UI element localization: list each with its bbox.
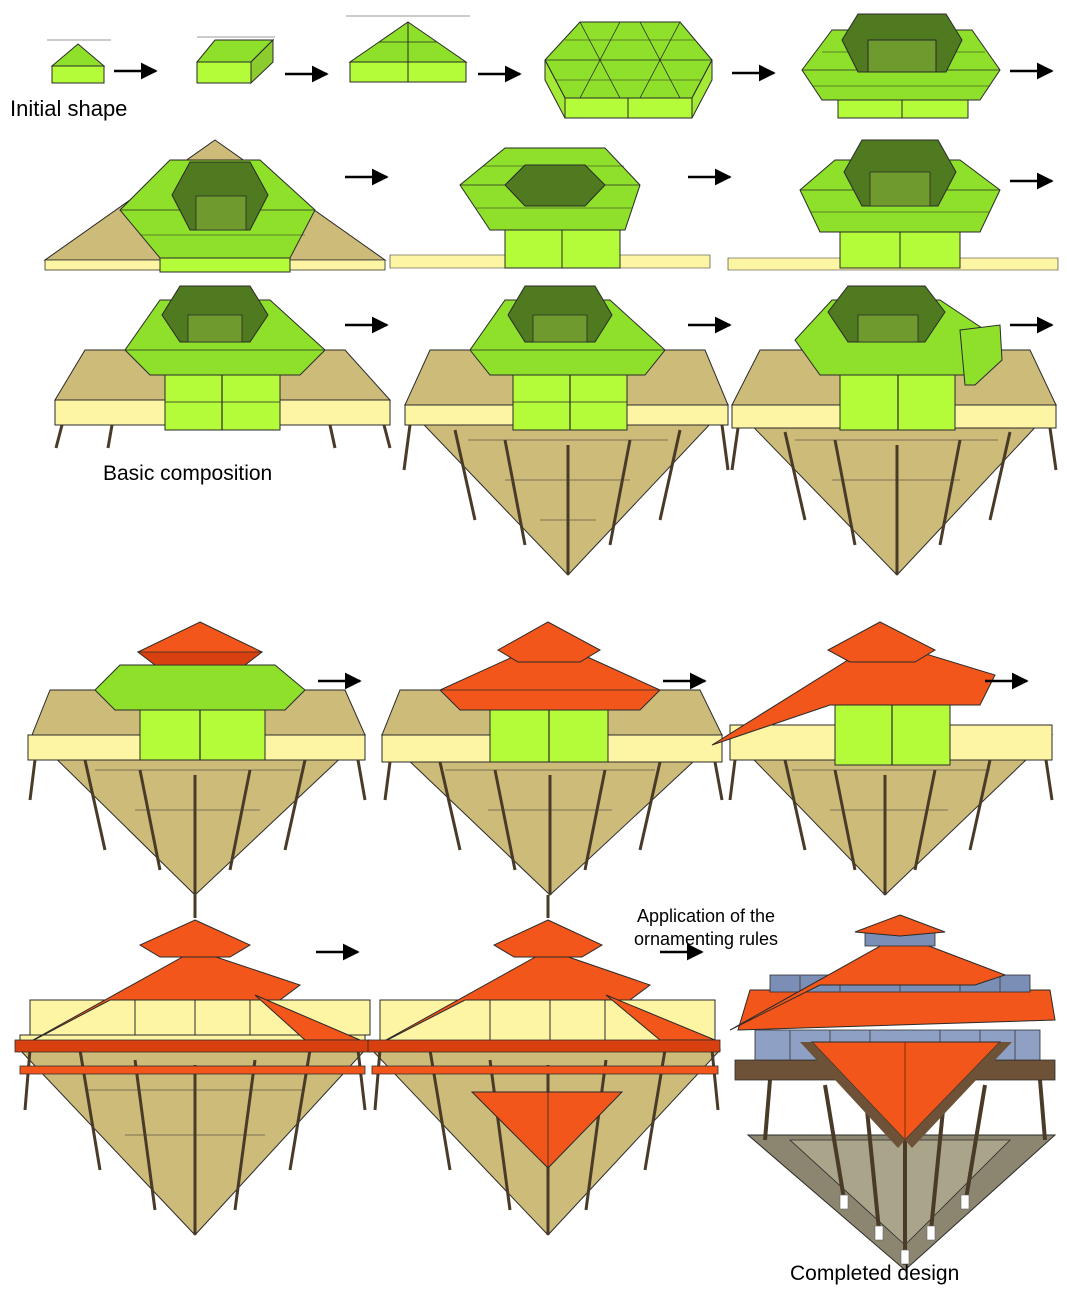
stage-sunken-court	[390, 148, 710, 268]
stage-raised-court	[728, 140, 1058, 270]
label-initial-shape: Initial shape	[10, 96, 127, 122]
label-ornament-line1: Application of the	[606, 905, 806, 928]
stage-extended-terrace	[404, 286, 728, 575]
stage-court-on-terrace	[45, 140, 385, 272]
stage-hip-roof	[382, 622, 722, 895]
stage-initial-triangle	[47, 40, 111, 83]
stage-small-roof	[28, 622, 365, 895]
stage-completed-design	[730, 915, 1055, 1270]
stage-hexagon-platform	[545, 22, 712, 118]
label-basic-composition: Basic composition	[103, 462, 272, 486]
label-ornament-line2: ornamenting rules	[606, 928, 806, 951]
stage-triangle-prism	[197, 37, 275, 83]
label-completed-design: Completed design	[790, 1262, 959, 1286]
stage-hexagon-with-court	[802, 14, 1000, 118]
stage-added-wing	[732, 286, 1056, 575]
stage-extended-roof	[712, 622, 1052, 895]
label-ornamenting-rules: Application of the ornamenting rules	[606, 905, 806, 951]
stage-composition-with-stilts	[55, 286, 390, 448]
stage-trapezoid-prism	[346, 16, 470, 82]
stage-double-roof	[15, 895, 370, 1235]
